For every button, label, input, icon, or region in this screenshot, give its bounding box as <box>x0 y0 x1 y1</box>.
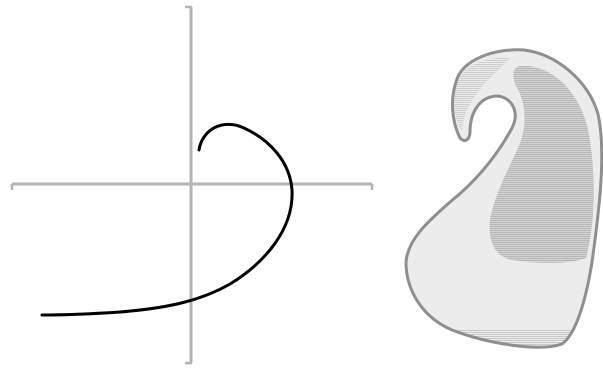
curve-stroke <box>42 124 292 315</box>
hook-blob <box>400 50 602 354</box>
axes <box>12 7 372 363</box>
